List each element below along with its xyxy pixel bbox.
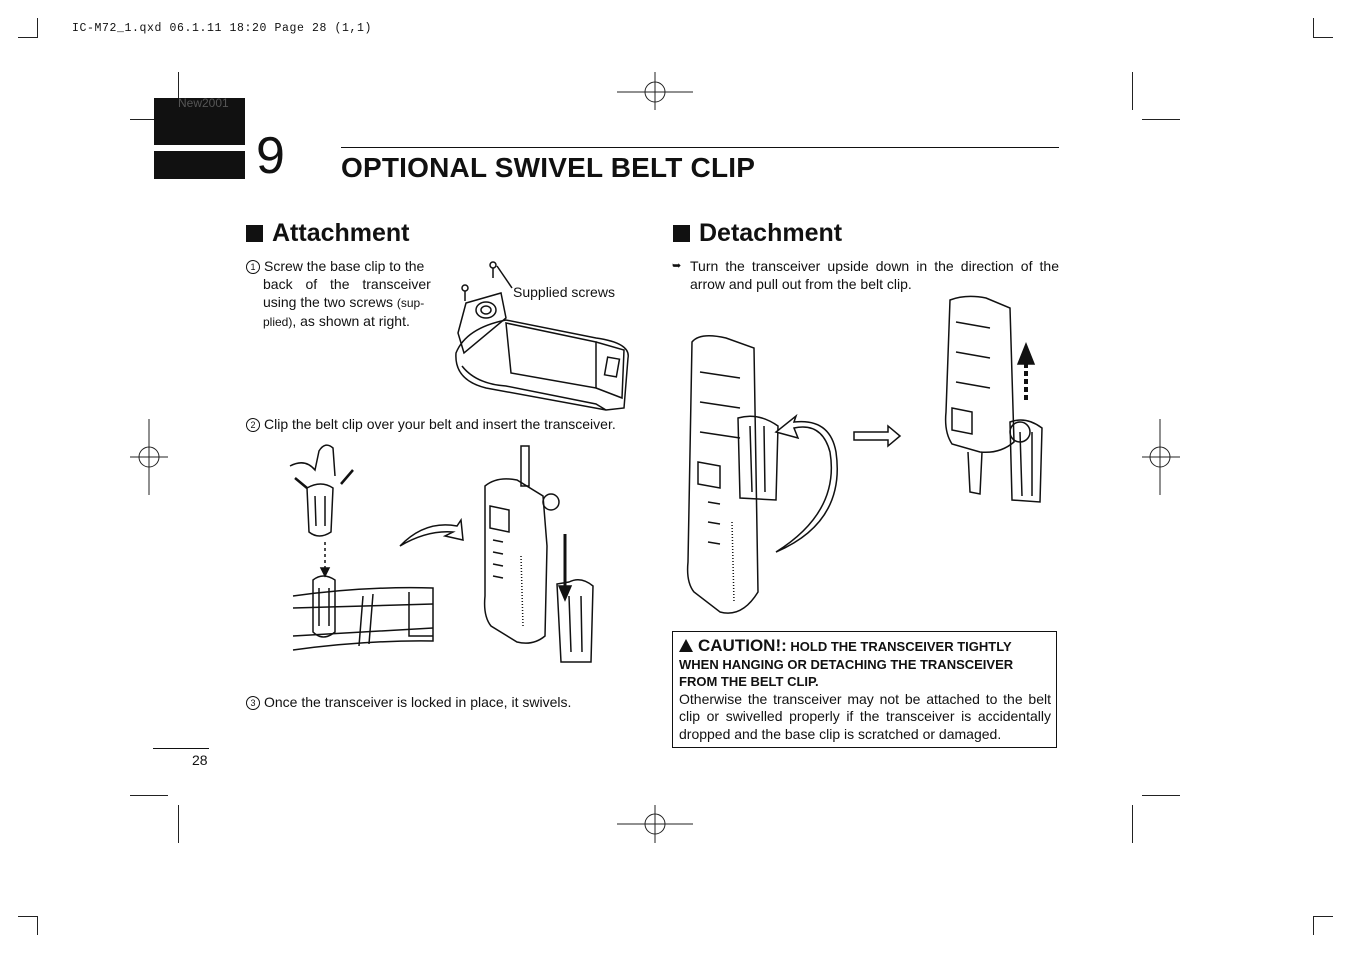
attachment-heading: Attachment (246, 219, 410, 248)
step-number-2: 2 (246, 418, 260, 432)
title-rule (341, 147, 1059, 148)
step1-end: , as shown at right. (292, 313, 410, 329)
warning-triangle-icon (679, 639, 693, 652)
arrow-bullet-icon: ➥ (672, 260, 682, 272)
step2-text: Clip the belt clip over your belt and in… (264, 416, 616, 432)
step-number-1: 1 (246, 260, 260, 274)
detachment-line2: arrow and pull out from the belt clip. (690, 276, 912, 292)
chapter-number: 9 (256, 127, 285, 185)
step1-line1: Screw the base clip to the (264, 258, 425, 274)
square-bullet-icon (673, 225, 690, 242)
attachment-heading-text: Attachment (272, 219, 410, 247)
caution-head-line1: HOLD THE TRANSCEIVER TIGHTLY (786, 639, 1012, 654)
step-number-3: 3 (246, 696, 260, 710)
caution-heading: CAUTION!: HOLD THE TRANSCEIVER TIGHTLY W… (679, 637, 1051, 691)
page-number: 28 (192, 752, 208, 768)
square-bullet-icon (246, 225, 263, 242)
detachment-instructions: ➥ Turn the transceiver upside down in th… (672, 257, 1059, 293)
step1-small-b: plied) (263, 315, 293, 329)
step1-small-a: (sup- (396, 296, 425, 310)
chapter-tab-block-lower (154, 151, 245, 179)
caution-box: CAUTION!: HOLD THE TRANSCEIVER TIGHTLY W… (672, 631, 1057, 748)
detachment-heading: Detachment (673, 219, 842, 248)
detachment-illustration (686, 295, 1043, 614)
step1-line3: using the two screws (263, 294, 397, 310)
printer-slug: IC-M72_1.qxd 06.1.11 18:20 Page 28 (1,1) (72, 22, 373, 35)
step1-line2-wrap: back of the transceiver (246, 275, 436, 293)
chapter-title: OPTIONAL SWIVEL BELT CLIP (341, 152, 756, 183)
detachment-line1: Turn the transceiver upside down in the … (690, 258, 1059, 274)
chapter-tab-block (154, 98, 245, 145)
step3-text: Once the transceiver is locked in place,… (264, 694, 572, 710)
base-clip-illustration (455, 261, 629, 411)
attachment-step-3: 3 Once the transceiver is locked in place… (246, 693, 571, 711)
attachment-step-2: 2 Clip the belt clip over your belt and i… (246, 415, 616, 433)
page-number-rule (153, 748, 209, 749)
attachment-step-1: 1 Screw the base clip to the back of the … (246, 257, 436, 331)
belt-clip-insert-illustration (289, 444, 594, 663)
new-label: New2001 (178, 96, 229, 110)
caution-head-line2: WHEN HANGING OR DETACHING THE TRANSCEIVE… (679, 656, 1014, 672)
caution-head-line3: FROM THE BELT CLIP. (679, 674, 819, 689)
step1-line2: back of the transceiver (263, 276, 431, 292)
caution-body: Otherwise the transceiver may not be att… (679, 690, 1051, 742)
detachment-heading-text: Detachment (699, 219, 843, 247)
supplied-screws-callout: Supplied screws (513, 284, 615, 300)
caution-label: CAUTION!: (698, 636, 787, 655)
